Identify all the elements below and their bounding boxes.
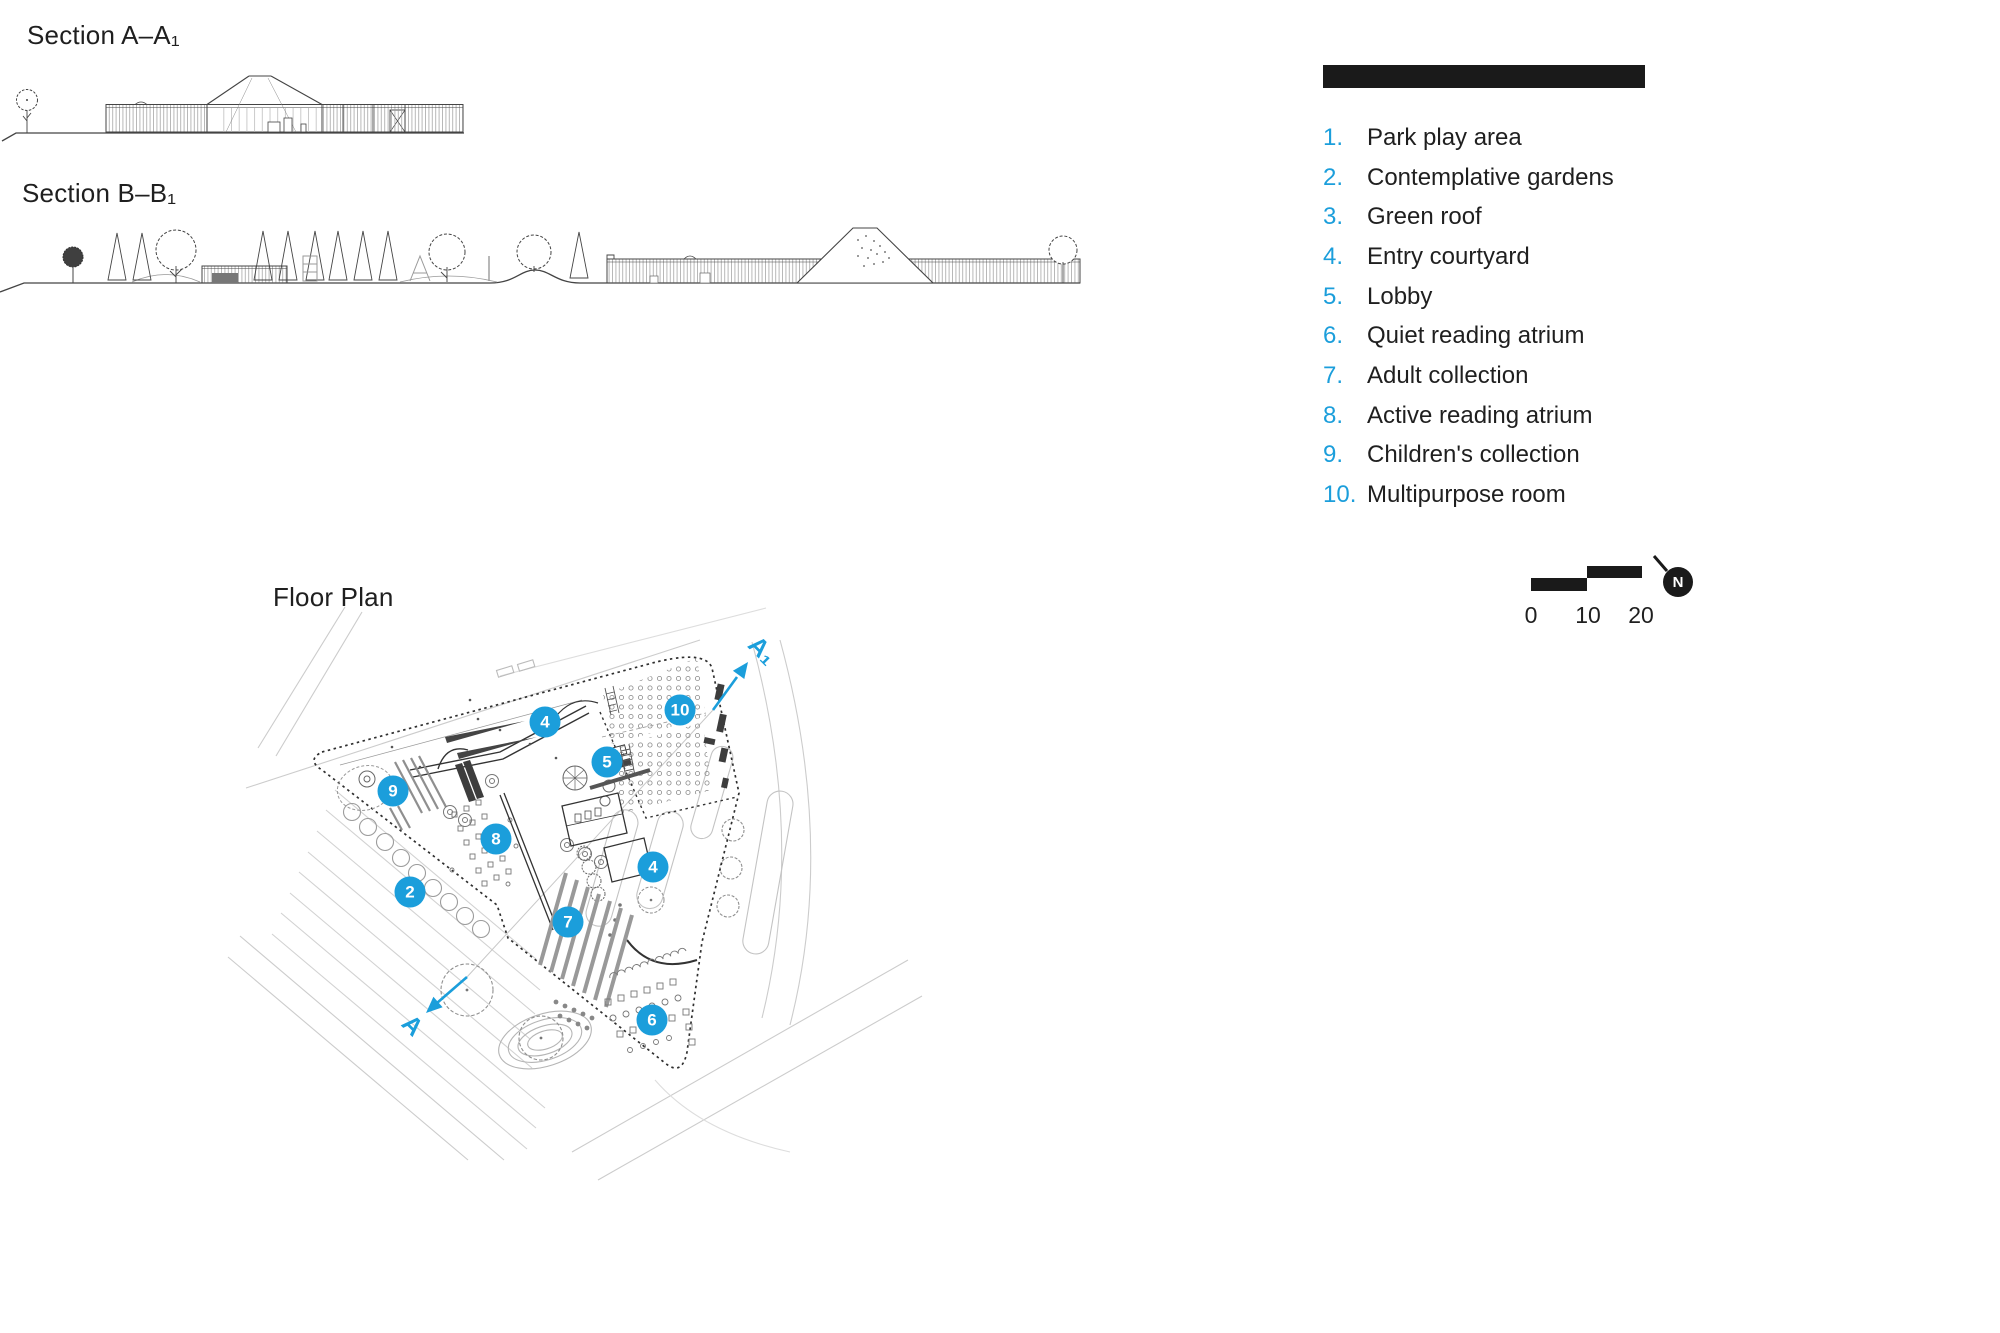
legend-item-number: 3. [1323,203,1344,231]
legend-item-label: Green roof [1367,203,1482,231]
north-label: N [1672,573,1684,591]
scale-bar-segment-1 [1531,578,1587,591]
section-a-title: Section A–A₁ [27,20,180,50]
legend-item: 5. Lobby [1323,277,1683,317]
legend-item: 7. Adult collection [1323,356,1683,396]
legend-item-number: 1. [1323,123,1344,151]
plan-marker-contemplative-gardens: 2 [394,876,426,908]
scale-label-10: 10 [1575,602,1601,628]
legend-item: 2. Contemplative gardens [1323,158,1683,198]
legend-item: 9. Children's collection [1323,436,1683,476]
section-a-drawing [1,75,464,142]
legend-item: 4. Entry courtyard [1323,237,1683,277]
legend-item: 3. Green roof [1323,197,1683,237]
legend-item: 10. Multipurpose room [1323,475,1683,515]
legend-item-number: 2. [1323,163,1344,191]
north-needle [1652,555,1669,572]
plan-marker-entry-courtyard-2: 4 [637,851,669,883]
plan-marker-quiet-reading-atrium: 6 [636,1004,668,1036]
legend-item-number: 9. [1323,441,1344,469]
legend-item-label: Park play area [1367,123,1522,151]
plan-marker-entry-courtyard: 4 [529,706,561,738]
legend-item: 1. Park play area [1323,118,1683,158]
legend-item-label: Lobby [1367,282,1433,310]
legend-item-number: 6. [1323,322,1344,350]
legend-item-number: 5. [1323,282,1344,310]
legend-item-label: Multipurpose room [1367,481,1566,509]
legend-item-label: Quiet reading atrium [1367,322,1585,350]
plan-marker-active-reading-atrium: 8 [480,823,512,855]
plan-marker-multipurpose-room: 10 [664,694,696,726]
legend-header-bar [1323,65,1645,88]
legend-item-label: Contemplative gardens [1367,163,1614,191]
scale-label-20: 20 [1628,602,1654,628]
section-b-title: Section B–B₁ [22,178,177,208]
plan-site-lines [227,606,923,1181]
legend-item-number: 8. [1323,401,1344,429]
north-arrow-icon: N [1663,567,1693,597]
legend-item-label: Children's collection [1367,441,1580,469]
legend: 1. Park play area 2. Contemplative gardens… [1323,118,1683,515]
section-cut-line [426,662,748,1013]
legend-item-number: 10. [1323,481,1357,509]
plan-marker-adult-collection: 7 [552,906,584,938]
floor-plan-title: Floor Plan [273,582,394,612]
scale-bar-segment-2 [1587,566,1642,578]
legend-item-label: Active reading atrium [1367,401,1593,429]
legend-item-label: Entry courtyard [1367,242,1530,270]
legend-item-number: 4. [1323,242,1344,270]
scale-label-0: 0 [1524,602,1538,628]
legend-item: 6. Quiet reading atrium [1323,316,1683,356]
plan-marker-childrens-collection: 9 [377,775,409,807]
plan-marker-lobby: 5 [591,746,623,778]
legend-item-number: 7. [1323,361,1344,389]
section-b-drawing [0,227,1081,293]
legend-item: 8. Active reading atrium [1323,396,1683,436]
legend-item-label: Adult collection [1367,361,1529,389]
